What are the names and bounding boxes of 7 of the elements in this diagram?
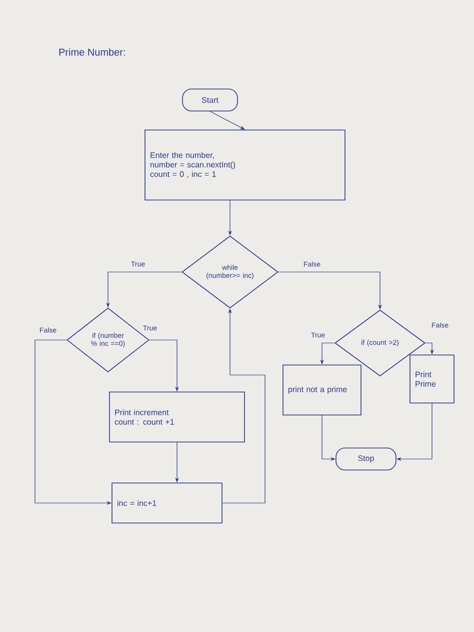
process-box: print not a prime (282, 364, 362, 416)
process-box: inc = inc+1 (112, 482, 222, 524)
process-box: Print Prime (410, 354, 454, 404)
title: Prime Number: (59, 48, 125, 56)
process-box: Print increment count : count +1 (109, 392, 245, 442)
arrow (210, 111, 245, 130)
process-box: Enter the number, number = scan.nextInt() count = 0 , inc = 1 (144, 130, 346, 200)
